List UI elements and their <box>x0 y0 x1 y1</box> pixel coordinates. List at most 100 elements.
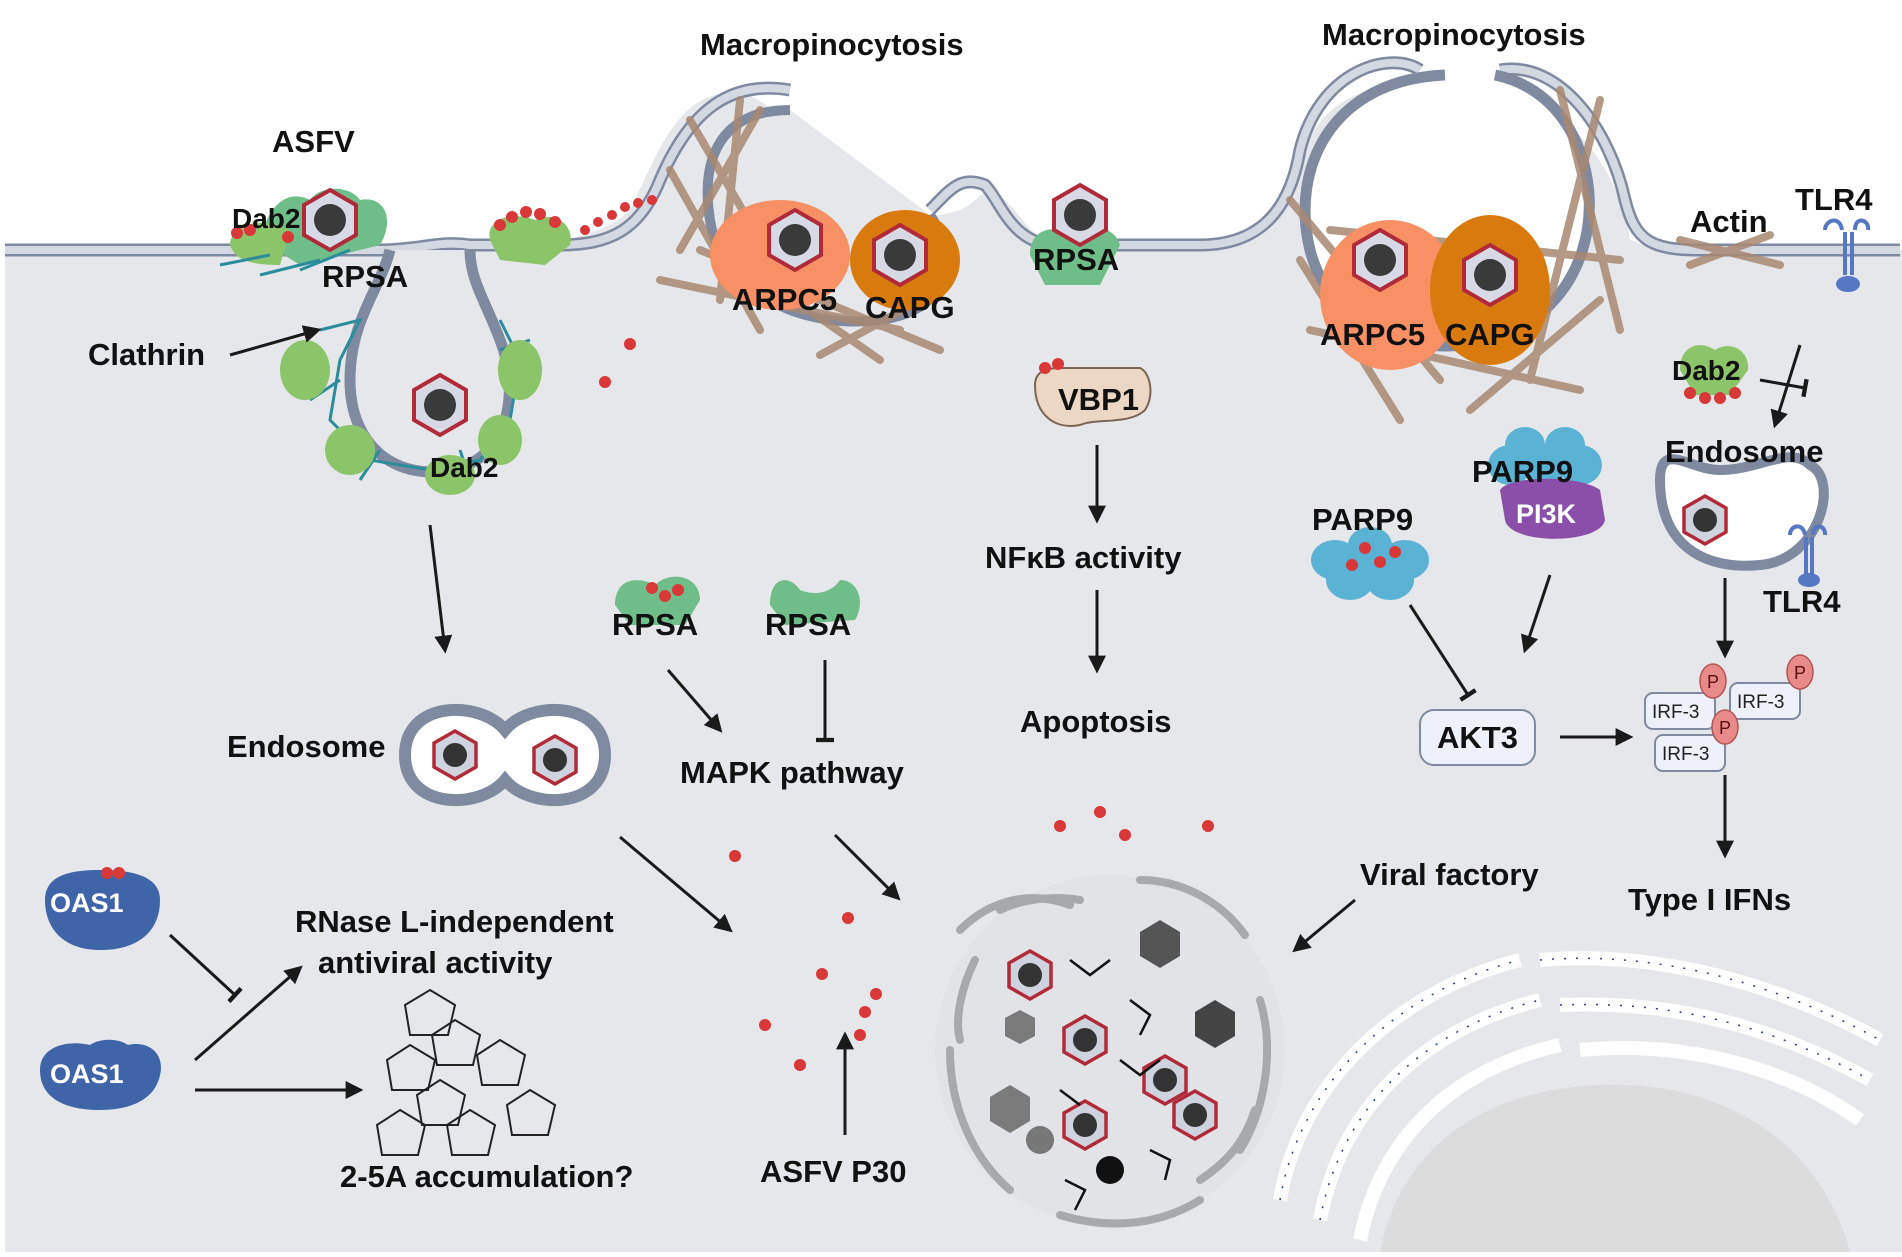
akt3-box <box>1419 709 1536 766</box>
empty-capsid-3 <box>990 1085 1030 1133</box>
free-ligand-dots <box>599 338 1214 1071</box>
label-capg-right: CAPG <box>1445 317 1535 352</box>
label-parp9-top: PARP9 <box>1472 454 1573 489</box>
dense-core <box>1096 1156 1124 1184</box>
label-dab2-vesicle: Dab2 <box>430 452 498 483</box>
parp9-complex-top <box>1488 427 1602 485</box>
virion-factory-1 <box>1007 949 1053 1001</box>
label-dab2-top: Dab2 <box>232 203 300 234</box>
label-mapk: MAPK pathway <box>680 755 905 790</box>
label-endosome-left: Endosome <box>227 729 385 764</box>
label-irf3-b: IRF-3 <box>1737 692 1785 713</box>
virion-factory-4 <box>1062 1099 1108 1151</box>
label-tlr4-bottom: TLR4 <box>1763 584 1841 619</box>
empty-capsid-1 <box>1140 920 1180 968</box>
viral-factory <box>935 875 1285 1228</box>
virion-macropinosome-right-1 <box>1352 228 1408 292</box>
label-2-5a: 2-5A accumulation? <box>340 1159 633 1194</box>
arrow-viral-factory-pointer <box>1292 898 1356 953</box>
arrow-endosome-to-factory <box>619 835 733 933</box>
label-rnase-line2: antiviral activity <box>318 945 553 980</box>
rpsa-bound-ligand-dots <box>646 582 684 602</box>
label-p1: P <box>1707 672 1719 692</box>
phospho-badge-2 <box>1786 654 1814 690</box>
virion-macropinosome-right-2 <box>1462 243 1518 307</box>
virion-factory-2 <box>1062 1014 1108 1066</box>
label-asfv-p30: ASFV P30 <box>760 1154 906 1189</box>
label-rpsa-free: RPSA <box>765 607 851 642</box>
empty-capsid-4 <box>1005 1010 1035 1044</box>
virion-factory-5 <box>1172 1089 1218 1141</box>
dab2-protein-top <box>230 222 290 265</box>
arrow-rpsa-to-mapk <box>666 669 723 733</box>
arrow-pi3k-to-akt3 <box>1521 574 1552 654</box>
ligand-dots-membrane <box>494 195 657 235</box>
label-capg-left: CAPG <box>865 290 955 325</box>
label-macropinocytosis-right: Macropinocytosis <box>1322 17 1586 52</box>
endoplasmic-reticulum <box>1273 951 1884 1242</box>
phospho-badge-3 <box>1711 709 1739 745</box>
label-rpsa-top: RPSA <box>322 259 408 294</box>
pathway-arrows <box>168 325 1809 1135</box>
oas1-protein-top <box>45 870 160 950</box>
irf3-box-1 <box>1644 692 1716 730</box>
dab2-proteins-pit <box>280 340 542 495</box>
two-five-a-oligomers <box>375 988 557 1156</box>
virion-endosome-right <box>1682 494 1728 546</box>
virion-in-pit <box>412 373 468 437</box>
rpsa-receptor-mid <box>1030 226 1120 285</box>
label-irf3-a: IRF-3 <box>1652 702 1700 723</box>
arrow-oas1-to-antiviral <box>194 965 303 1062</box>
parp9-complex-left <box>1311 527 1429 600</box>
virion-endosome-left-1 <box>432 729 478 781</box>
inhibit-oas1-to-antiviral <box>168 933 243 1004</box>
dab2-ligand-dots <box>231 224 294 243</box>
arrow-pit-to-endosome <box>428 524 453 654</box>
vbp1-ligand-dots <box>1039 358 1064 374</box>
arrow-mapk-to-factory <box>833 833 901 901</box>
label-parp9-left: PARP9 <box>1312 502 1413 537</box>
label-endosome-right: Endosome <box>1665 434 1823 469</box>
virion-macropinosome-left-1 <box>767 208 823 272</box>
irf3-box-2 <box>1729 682 1801 720</box>
inhibit-dab2-to-tlr4 <box>1759 378 1809 398</box>
label-rpsa-bound: RPSA <box>612 607 698 642</box>
label-type1-ifns: Type I IFNs <box>1628 882 1791 917</box>
label-tlr4-top: TLR4 <box>1795 182 1873 217</box>
actin-cortex-right <box>1676 231 1784 269</box>
label-oas1-bottom: OAS1 <box>50 1059 124 1089</box>
virion-factory-3 <box>1142 1054 1188 1106</box>
label-viral-factory: Viral factory <box>1360 857 1539 892</box>
label-pi3k: PI3K <box>1516 499 1577 529</box>
label-rnase-line1: RNase L-independent <box>295 904 614 939</box>
virion-asfv-top <box>302 188 358 252</box>
dab2-right-ligand-dots <box>1684 387 1741 404</box>
rpsa-free-protein <box>770 580 860 625</box>
label-dab2-right: Dab2 <box>1672 355 1740 386</box>
tlr4-receptor-endosome <box>1788 524 1827 587</box>
pi3k-protein <box>1500 478 1605 539</box>
label-asfv: ASFV <box>272 124 355 159</box>
virion-endosome-left-2 <box>532 734 578 786</box>
dab2-protein-membrane <box>489 216 571 265</box>
label-actin: Actin <box>1690 204 1768 239</box>
dab2-protein-right <box>1680 345 1749 395</box>
label-clathrin: Clathrin <box>88 337 205 372</box>
empty-capsid-2 <box>1195 1000 1235 1048</box>
inhibit-parp9-to-akt3 <box>1408 604 1477 702</box>
oas1-protein-bottom <box>40 1039 161 1110</box>
label-rpsa-mid: RPSA <box>1033 242 1119 277</box>
label-nfkb: NFκB activity <box>985 540 1182 575</box>
label-akt3: AKT3 <box>1437 720 1518 755</box>
label-p3: P <box>1719 718 1731 738</box>
virion-rpsa-mid <box>1052 183 1108 247</box>
precursor-1 <box>1026 1126 1054 1154</box>
label-apoptosis: Apoptosis <box>1020 704 1172 739</box>
virion-macropinosome-left-2 <box>872 223 928 287</box>
parp9-ligand-dots <box>1346 542 1401 571</box>
nucleus <box>1380 1084 1850 1252</box>
oas1-ligand-dots <box>101 867 125 879</box>
phospho-badge-1 <box>1699 663 1727 699</box>
